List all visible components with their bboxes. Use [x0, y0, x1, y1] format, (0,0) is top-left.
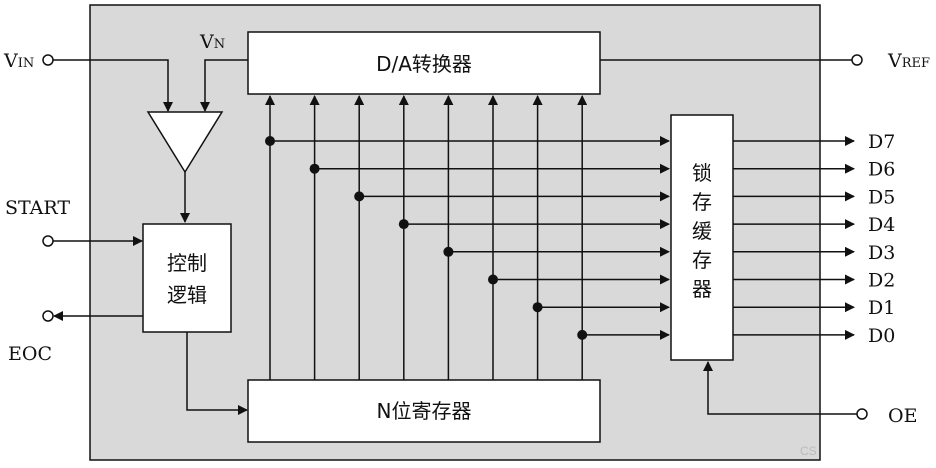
vin-wire	[53, 59, 173, 112]
latch-char: 缓	[692, 219, 712, 243]
junction-dot	[488, 274, 498, 285]
watermark: CS	[800, 444, 817, 458]
output-label: D4	[868, 214, 895, 236]
latch-buffer-block	[670, 114, 734, 361]
latch-char: 锁	[692, 161, 712, 185]
register-label: N位寄存器	[377, 399, 472, 423]
junction-dot	[265, 136, 275, 146]
junction-dot	[443, 246, 454, 257]
vref-pin	[851, 54, 863, 66]
dac-block	[247, 31, 601, 95]
junction-dot	[309, 163, 320, 174]
vin-label: VIN	[3, 50, 34, 72]
latch-char: 存	[692, 248, 712, 272]
output-label: D1	[868, 297, 895, 319]
control-label-line1: 控制	[167, 251, 207, 275]
output-label: D7	[868, 131, 895, 153]
vin-pin	[42, 54, 54, 66]
vref-label: VREF	[887, 50, 930, 72]
latch-char: 存	[692, 190, 712, 214]
vn-wire	[200, 59, 248, 112]
latch-char: 器	[692, 277, 712, 301]
junction-dot	[532, 302, 543, 313]
start-label: START	[5, 197, 70, 219]
control-logic-block	[142, 223, 232, 333]
comparator-triangle	[146, 111, 224, 174]
junction-dot	[354, 191, 365, 202]
output-label: D5	[868, 186, 895, 208]
eoc-label: EOC	[8, 343, 52, 365]
output-label: D3	[868, 242, 895, 264]
oe-wire	[703, 361, 857, 415]
control-to-register-wire	[186, 332, 248, 415]
start-pin	[42, 235, 54, 247]
vn-label: VN	[199, 31, 225, 53]
output-label: D0	[868, 325, 895, 347]
dac-label: D/A转换器	[376, 52, 472, 76]
output-label: D6	[868, 159, 895, 181]
oe-pin	[856, 408, 868, 420]
junction-dot	[577, 329, 588, 340]
control-label-line2: 逻辑	[167, 283, 207, 307]
output-label: D2	[868, 270, 895, 292]
oe-label: OE	[888, 405, 917, 427]
eoc-pin	[42, 310, 54, 322]
register-block	[247, 379, 601, 443]
junction-dot	[398, 219, 409, 230]
